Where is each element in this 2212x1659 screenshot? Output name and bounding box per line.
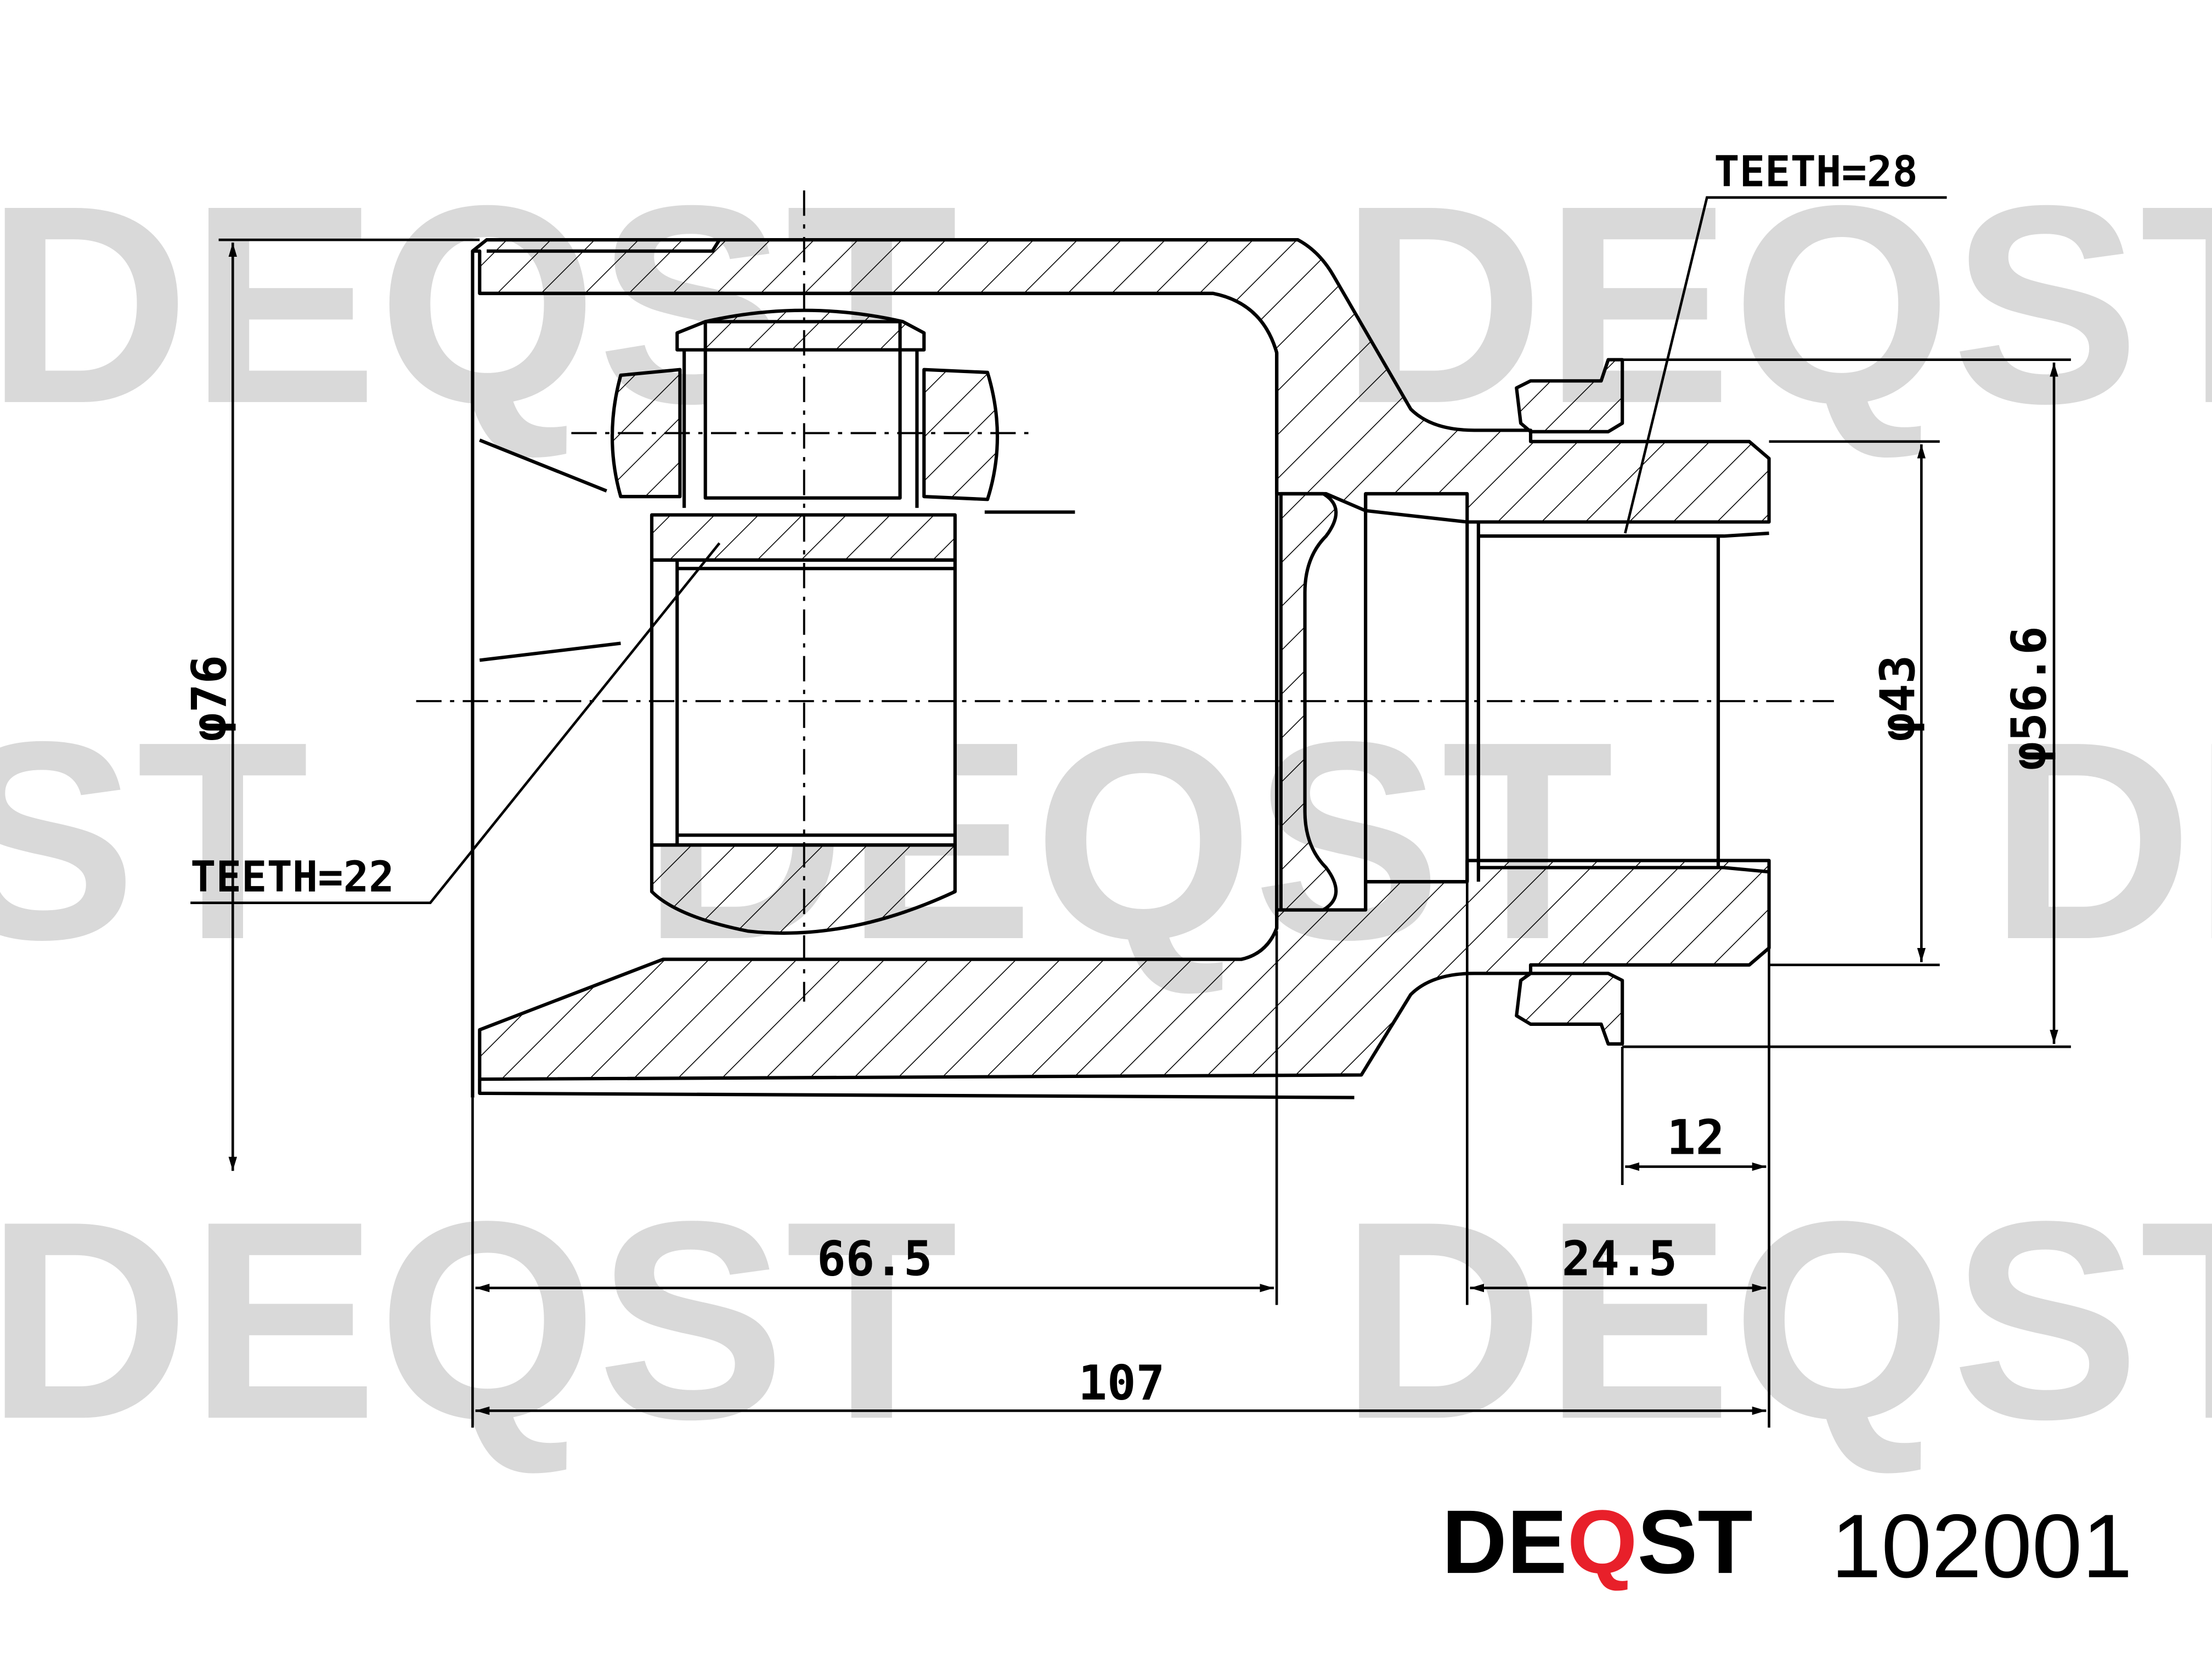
flange-clip-bottom (1515, 972, 1624, 1046)
watermark-text-bottom-left: DEQST (0, 1162, 958, 1477)
roller-left (610, 368, 682, 499)
watermark-layer: DEQST DEQST DEQST DEQST DEQST DEQST DEQS… (0, 146, 2212, 1477)
watermark-text-middle-right: DEQST (1989, 682, 2212, 998)
dim-label-flange-width: 12 (1667, 1109, 1724, 1165)
spline-bore-bottom (1478, 866, 1769, 874)
housing-cavity (479, 291, 1279, 961)
annotation-outer-teeth: TEETH=28 (1714, 147, 1917, 196)
center-lines (416, 190, 1834, 1002)
dim-label-spline-length: 24.5 (1562, 1231, 1678, 1287)
housing-bottom-edge (478, 1079, 1355, 1099)
brand-footer: DEQST 102001 (1442, 1491, 2132, 1596)
roller-right (922, 368, 1000, 501)
brand-logo-right: ST (1638, 1491, 1753, 1592)
watermark-text-middle-left: DEQST (0, 682, 309, 998)
brand-logo: DEQST (1442, 1491, 1753, 1592)
roller-cap (675, 308, 926, 352)
dim-label-overall-length: 107 (1078, 1355, 1165, 1411)
dim-label-outer-diameter: φ76 (181, 655, 237, 742)
brand-logo-accent: Q (1567, 1491, 1638, 1592)
cavity-groove-line-1 (479, 438, 607, 493)
leader-teeth-22 (190, 542, 721, 905)
housing-cap-step (487, 239, 721, 253)
part-number: 102001 (1831, 1496, 2132, 1596)
dim-label-spline-diameter: φ43 (1870, 655, 1926, 742)
dim-label-body-length: 66.5 (817, 1231, 933, 1287)
watermark-text-bottom-right: DEQST (1340, 1162, 2212, 1477)
cavity-groove-line-2 (479, 641, 621, 662)
annotation-inner-teeth: TEETH=22 (190, 853, 394, 902)
brand-logo-left: DE (1442, 1491, 1567, 1592)
spline-bore-top (1478, 531, 1769, 538)
dim-label-seal-diameter: φ56.6 (2001, 626, 2057, 770)
dimension-lines (190, 196, 2071, 1428)
watermark-text-top-right: DEQST (1340, 146, 2212, 462)
seal-ring (1279, 492, 1338, 912)
flange-clip-top (1515, 358, 1624, 433)
spline-bore-step-left (1365, 509, 1468, 524)
leader-teeth-28 (1624, 196, 1947, 534)
